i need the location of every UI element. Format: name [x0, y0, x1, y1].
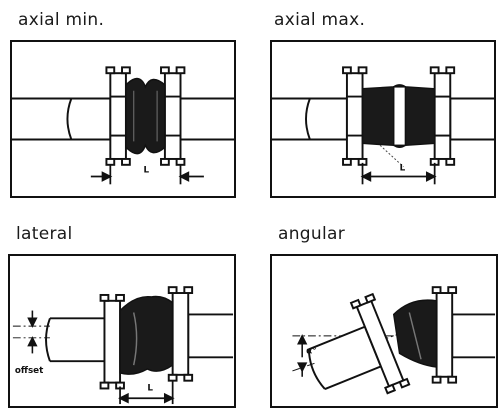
panel-angular: α°	[270, 254, 498, 408]
pipe-left	[49, 317, 106, 363]
panel-lateral: offset L	[8, 254, 236, 408]
offset-label: offset	[15, 366, 43, 376]
pipe-right	[449, 97, 494, 141]
flange-left	[103, 299, 122, 384]
flange-right	[435, 292, 454, 378]
panel-axial-max: L	[270, 40, 496, 198]
flange-left-angled	[355, 299, 405, 388]
pipe-break-left	[66, 98, 73, 140]
dim-label-l: L	[143, 166, 149, 176]
diagram-lateral: offset L	[12, 286, 234, 405]
diagram-angular: α°	[292, 286, 496, 395]
angle-label: α°	[306, 346, 316, 356]
flange-right	[163, 72, 182, 160]
panel-axial-min: L	[10, 40, 236, 198]
pipe-left	[12, 97, 112, 141]
diagram-axial-min: L	[12, 66, 234, 185]
pipe-right	[187, 313, 234, 359]
dim-label-l: L	[400, 164, 406, 174]
pipe-left	[272, 97, 348, 141]
flange-right	[433, 72, 452, 160]
diagram-axial-max: L	[272, 66, 494, 185]
flange-right	[171, 292, 190, 376]
caption-lateral: lateral	[16, 224, 73, 244]
caption-angular: angular	[278, 224, 345, 244]
caption-axial-min: axial min.	[18, 10, 105, 30]
caption-axial-max: axial max.	[274, 10, 366, 30]
bellows-compressed	[125, 77, 166, 155]
bellows-lateral	[119, 295, 174, 375]
pipe-right	[451, 313, 496, 359]
flange-left	[345, 72, 364, 160]
flange-left	[109, 72, 127, 160]
dim-label-l: L	[147, 383, 153, 393]
